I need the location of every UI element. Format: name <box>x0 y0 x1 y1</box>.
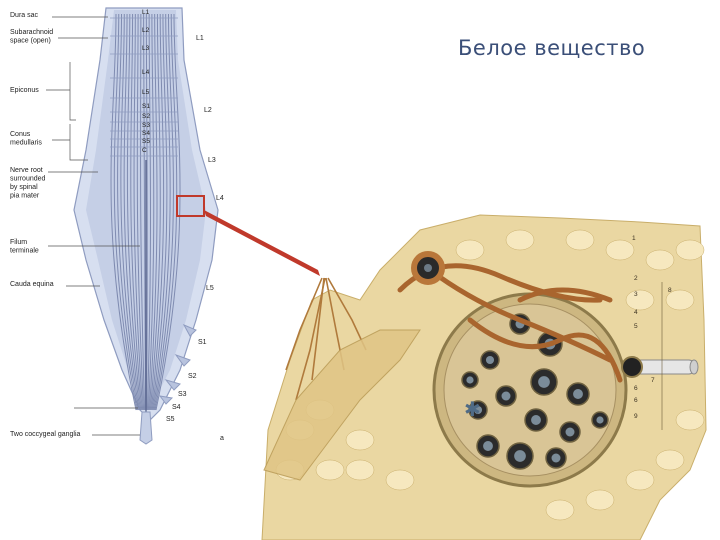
vertebral-level-label: S2 <box>142 113 150 120</box>
nerve-cross-section: ✱ 1 2 3 4 5 6 6 7 8 9 <box>261 214 707 540</box>
left-label: Epiconus <box>10 87 39 94</box>
cross-section-number-label: 4 <box>634 309 638 316</box>
highlight-box <box>176 195 205 217</box>
cross-section-number-label: 2 <box>634 275 638 282</box>
cross-section-number-label: 8 <box>668 287 672 294</box>
vertebral-level-label: S3 <box>142 122 150 129</box>
vertebral-level-label: C <box>142 147 147 154</box>
nerve-sheath <box>263 329 421 481</box>
vertebral-level-label: L5 <box>142 89 150 96</box>
cross-section-number-label: 3 <box>634 291 638 298</box>
cross-section-number-label: 6 <box>634 397 638 404</box>
root-level-label: S5 <box>166 416 175 423</box>
vertebral-level-label: L3 <box>142 45 150 52</box>
cross-section-number-label: 1 <box>632 235 636 242</box>
panel-letter: a <box>220 435 224 442</box>
root-level-label: S4 <box>172 404 181 411</box>
root-level-label: L4 <box>216 195 224 202</box>
root-level-label: S1 <box>198 339 207 346</box>
vertebral-level-label: L1 <box>142 9 150 16</box>
root-level-label: L3 <box>208 157 216 164</box>
root-level-label: S2 <box>188 373 197 380</box>
slide-title: Белое вещество <box>458 36 646 60</box>
left-label: Dura sac <box>10 12 39 19</box>
cross-section-number-label: 9 <box>634 413 638 420</box>
left-label: Two coccygeal ganglia <box>10 431 81 438</box>
coccygeal-ganglia <box>139 411 153 445</box>
vertebral-level-label: L4 <box>142 69 150 76</box>
cross-section-number-label: 7 <box>651 377 655 384</box>
left-label: Cauda equina <box>10 281 54 288</box>
root-level-label: L2 <box>204 107 212 114</box>
vertebral-level-label: S4 <box>142 130 150 137</box>
star-axon: ✱ <box>464 397 481 421</box>
root-level-label: S3 <box>178 391 187 398</box>
cross-section-number-label: 6 <box>634 385 638 392</box>
root-level-label: L1 <box>196 35 204 42</box>
vertebral-level-label: S5 <box>142 138 150 145</box>
vertebral-level-label: S1 <box>142 103 150 110</box>
root-level-label: L5 <box>206 285 214 292</box>
cross-section-number-label: 5 <box>634 323 638 330</box>
magnification-connector <box>204 210 320 276</box>
vertebral-level-label: L2 <box>142 27 150 34</box>
nerve-root-bundle <box>110 13 181 411</box>
